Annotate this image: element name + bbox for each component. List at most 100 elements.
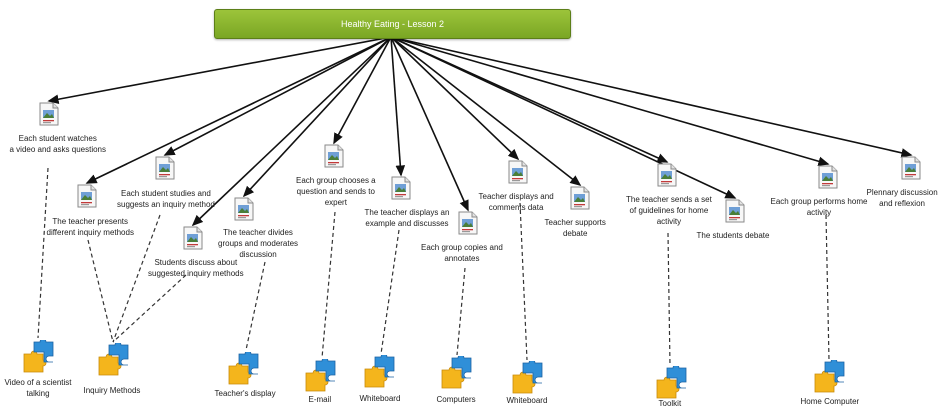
lesson-title-node: Healthy Eating - Lesson 2 xyxy=(214,9,571,39)
activity-document-icon[interactable] xyxy=(77,184,97,208)
tool-label-line: Teacher's display xyxy=(214,389,276,398)
tool-label-t1: Video of a scientist talking xyxy=(5,377,72,399)
tool-puzzle-icon[interactable] xyxy=(655,364,689,400)
tool-connector xyxy=(245,261,266,351)
activity-document-icon[interactable] xyxy=(155,156,175,180)
activity-document-icon[interactable] xyxy=(570,186,590,210)
arrow-to-a5 xyxy=(242,36,392,198)
activity-label-a14: Plennary discussion and reflexion xyxy=(867,187,938,209)
activity-label-line: suggested inquiry methods xyxy=(148,269,244,278)
activity-label-a5: The teacher divides groups and moderates d… xyxy=(218,227,298,260)
activity-label-line: Each student watches xyxy=(18,134,97,143)
tool-label-line: E-mail xyxy=(308,395,332,404)
tool-connector xyxy=(519,202,528,361)
activity-document-icon[interactable] xyxy=(391,176,411,200)
activity-document-icon[interactable] xyxy=(183,226,203,250)
tool-label-line: Video of a scientist xyxy=(4,378,72,387)
tool-label-line: Home Computer xyxy=(800,397,860,406)
activity-label-line: The teacher presents xyxy=(52,217,129,226)
tool-label-line: Inquiry Methods xyxy=(83,386,141,395)
arrow-to-a8 xyxy=(390,36,469,212)
tool-puzzle-icon[interactable] xyxy=(813,358,847,394)
activity-label-line: groups and moderates xyxy=(218,239,299,248)
tool-label-line: Computers xyxy=(436,395,476,404)
tool-puzzle-icon[interactable] xyxy=(440,354,474,390)
tool-puzzle-icon[interactable] xyxy=(97,341,131,377)
arrow-to-a1 xyxy=(47,36,392,104)
activity-label-line: Teacher supports xyxy=(544,218,606,227)
lesson-title: Healthy Eating - Lesson 2 xyxy=(340,19,445,29)
activity-label-line: of guidelines for home xyxy=(629,206,709,215)
tool-label-line: Whiteboard xyxy=(359,394,401,403)
activity-label-a7: The teacher displays an example and discu… xyxy=(365,207,450,229)
activity-label-line: Students discuss about xyxy=(154,258,238,267)
tool-connector xyxy=(87,239,114,343)
activity-label-line: Teacher displays and xyxy=(478,192,554,201)
activity-label-line: a video and asks questions xyxy=(9,145,107,154)
arrow-to-a6 xyxy=(333,36,392,145)
tool-connector xyxy=(112,274,187,343)
activity-document-icon[interactable] xyxy=(39,102,59,126)
tool-puzzle-icon[interactable] xyxy=(22,338,56,374)
tool-label-line: Toolkit xyxy=(658,399,682,408)
tool-connector xyxy=(321,211,336,359)
activity-document-icon[interactable] xyxy=(458,211,478,235)
activity-document-icon[interactable] xyxy=(508,160,528,184)
activity-label-line: Each group performs home xyxy=(770,197,868,206)
arrow-to-a7 xyxy=(390,36,406,177)
activity-label-line: example and discusses xyxy=(365,219,449,228)
tool-connector xyxy=(825,214,830,361)
tool-puzzle-icon[interactable] xyxy=(227,350,261,386)
arrow-to-a10 xyxy=(390,36,582,186)
activity-document-icon[interactable] xyxy=(725,199,745,223)
arrow-to-a13 xyxy=(390,36,830,166)
activity-label-line: Each group copies and xyxy=(421,243,503,252)
arrow-to-a3 xyxy=(163,36,392,156)
activity-label-line: expert xyxy=(324,198,347,207)
tool-label-line: Whiteboard xyxy=(506,396,548,405)
activity-label-line: The teacher sends a set xyxy=(626,195,712,204)
activity-label-line: The teacher divides xyxy=(223,228,293,237)
arrow-to-a12 xyxy=(390,36,737,199)
activity-document-icon[interactable] xyxy=(324,144,344,168)
tool-label-line: talking xyxy=(26,389,50,398)
tool-puzzle-icon[interactable] xyxy=(363,353,397,389)
activity-label-a10: Teacher supports debate xyxy=(545,217,606,239)
tool-label-t2: Inquiry Methods xyxy=(84,385,141,396)
activity-label-line: The teacher displays an xyxy=(364,208,450,217)
activity-document-icon[interactable] xyxy=(818,165,838,189)
activity-label-line: activity xyxy=(806,208,832,217)
activity-label-a4: Students discuss about suggested inquiry … xyxy=(148,257,244,279)
activity-label-a11: The teacher sends a set of guidelines for… xyxy=(626,194,712,227)
activity-label-a13: Each group performs home activity xyxy=(771,196,868,218)
activity-label-line: debate xyxy=(562,229,588,238)
activity-document-icon[interactable] xyxy=(234,197,254,221)
arrow-to-a2 xyxy=(85,36,392,184)
activity-label-line: discussion xyxy=(239,250,277,259)
tool-label-t9: Home Computer xyxy=(801,396,860,407)
activity-label-line: Each student studies and xyxy=(121,189,211,198)
arrow-to-a14 xyxy=(390,36,913,158)
activity-label-a12: The students debate xyxy=(697,230,770,241)
activity-label-a2: The teacher presents different inquiry me… xyxy=(47,216,134,238)
tool-label-t4: E-mail xyxy=(309,394,332,405)
arrow-to-a4 xyxy=(191,36,392,227)
activity-label-line: question and sends to xyxy=(296,187,375,196)
activity-label-line: different inquiry methods xyxy=(46,228,134,237)
tool-connector xyxy=(667,232,671,367)
activity-document-icon[interactable] xyxy=(901,156,921,180)
tool-connector xyxy=(380,229,400,355)
activity-label-line: Plennary discussion xyxy=(866,188,938,197)
activity-label-line: and reflexion xyxy=(879,199,925,208)
activity-document-icon[interactable] xyxy=(657,163,677,187)
activity-label-line: comments data xyxy=(488,203,544,212)
tool-puzzle-icon[interactable] xyxy=(511,359,545,395)
tool-label-t7: Whiteboard xyxy=(507,395,548,406)
tool-connector xyxy=(112,214,161,343)
tool-puzzle-icon[interactable] xyxy=(304,357,338,393)
